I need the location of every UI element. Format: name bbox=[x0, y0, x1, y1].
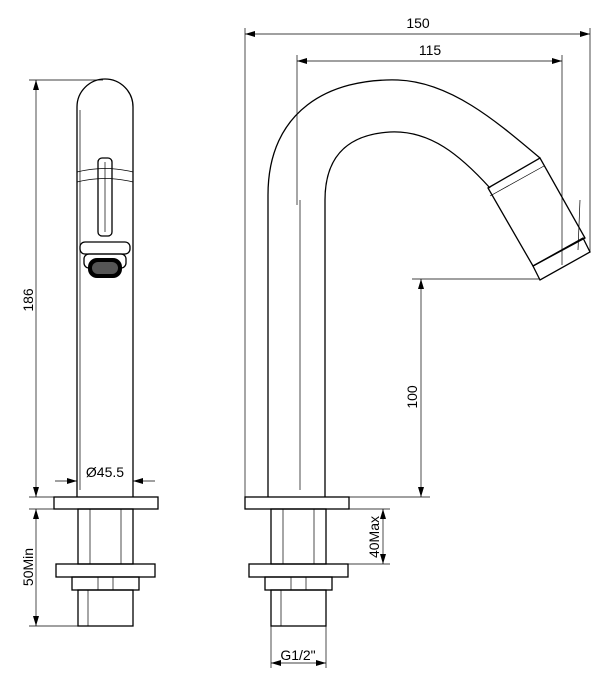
spout-head bbox=[487, 157, 591, 281]
dimension-label-50min: 50Min bbox=[20, 548, 36, 586]
dimension-spout-reach: 115 bbox=[296, 42, 563, 265]
side-base-flange bbox=[244, 496, 350, 510]
front-view bbox=[53, 78, 159, 627]
side-shank bbox=[270, 589, 327, 627]
dimension-shank-min: 50Min bbox=[20, 508, 78, 627]
side-view bbox=[244, 79, 591, 627]
front-mount-tube bbox=[77, 508, 134, 565]
dimension-total-width: 150 bbox=[244, 15, 591, 497]
dimension-label-115: 115 bbox=[419, 42, 442, 58]
side-mount-tube bbox=[270, 508, 327, 565]
front-aerator bbox=[79, 241, 131, 278]
spout-inner bbox=[324, 131, 491, 497]
dimension-label-186: 186 bbox=[20, 288, 36, 312]
front-body bbox=[76, 78, 134, 497]
dimension-label-40max: 40Max bbox=[366, 516, 382, 558]
dimension-label-150: 150 bbox=[406, 15, 430, 31]
lever-handle bbox=[76, 157, 134, 237]
dimension-label-100: 100 bbox=[404, 385, 420, 409]
dimension-diameter: Ø45.5 bbox=[55, 464, 155, 487]
front-base-flange bbox=[53, 496, 159, 510]
dimension-outlet-height: 100 bbox=[349, 278, 540, 498]
dimension-thread: G1/2" bbox=[270, 626, 327, 668]
dimension-mount-max: 40Max bbox=[348, 508, 390, 565]
front-nut bbox=[55, 563, 156, 578]
dimension-total-height: 186 bbox=[20, 79, 103, 498]
dimension-label-thread: G1/2" bbox=[280, 647, 315, 663]
front-shank bbox=[77, 589, 134, 627]
spout-outer bbox=[267, 79, 541, 497]
side-nut bbox=[248, 563, 349, 578]
dimension-label-diameter: Ø45.5 bbox=[86, 464, 124, 480]
